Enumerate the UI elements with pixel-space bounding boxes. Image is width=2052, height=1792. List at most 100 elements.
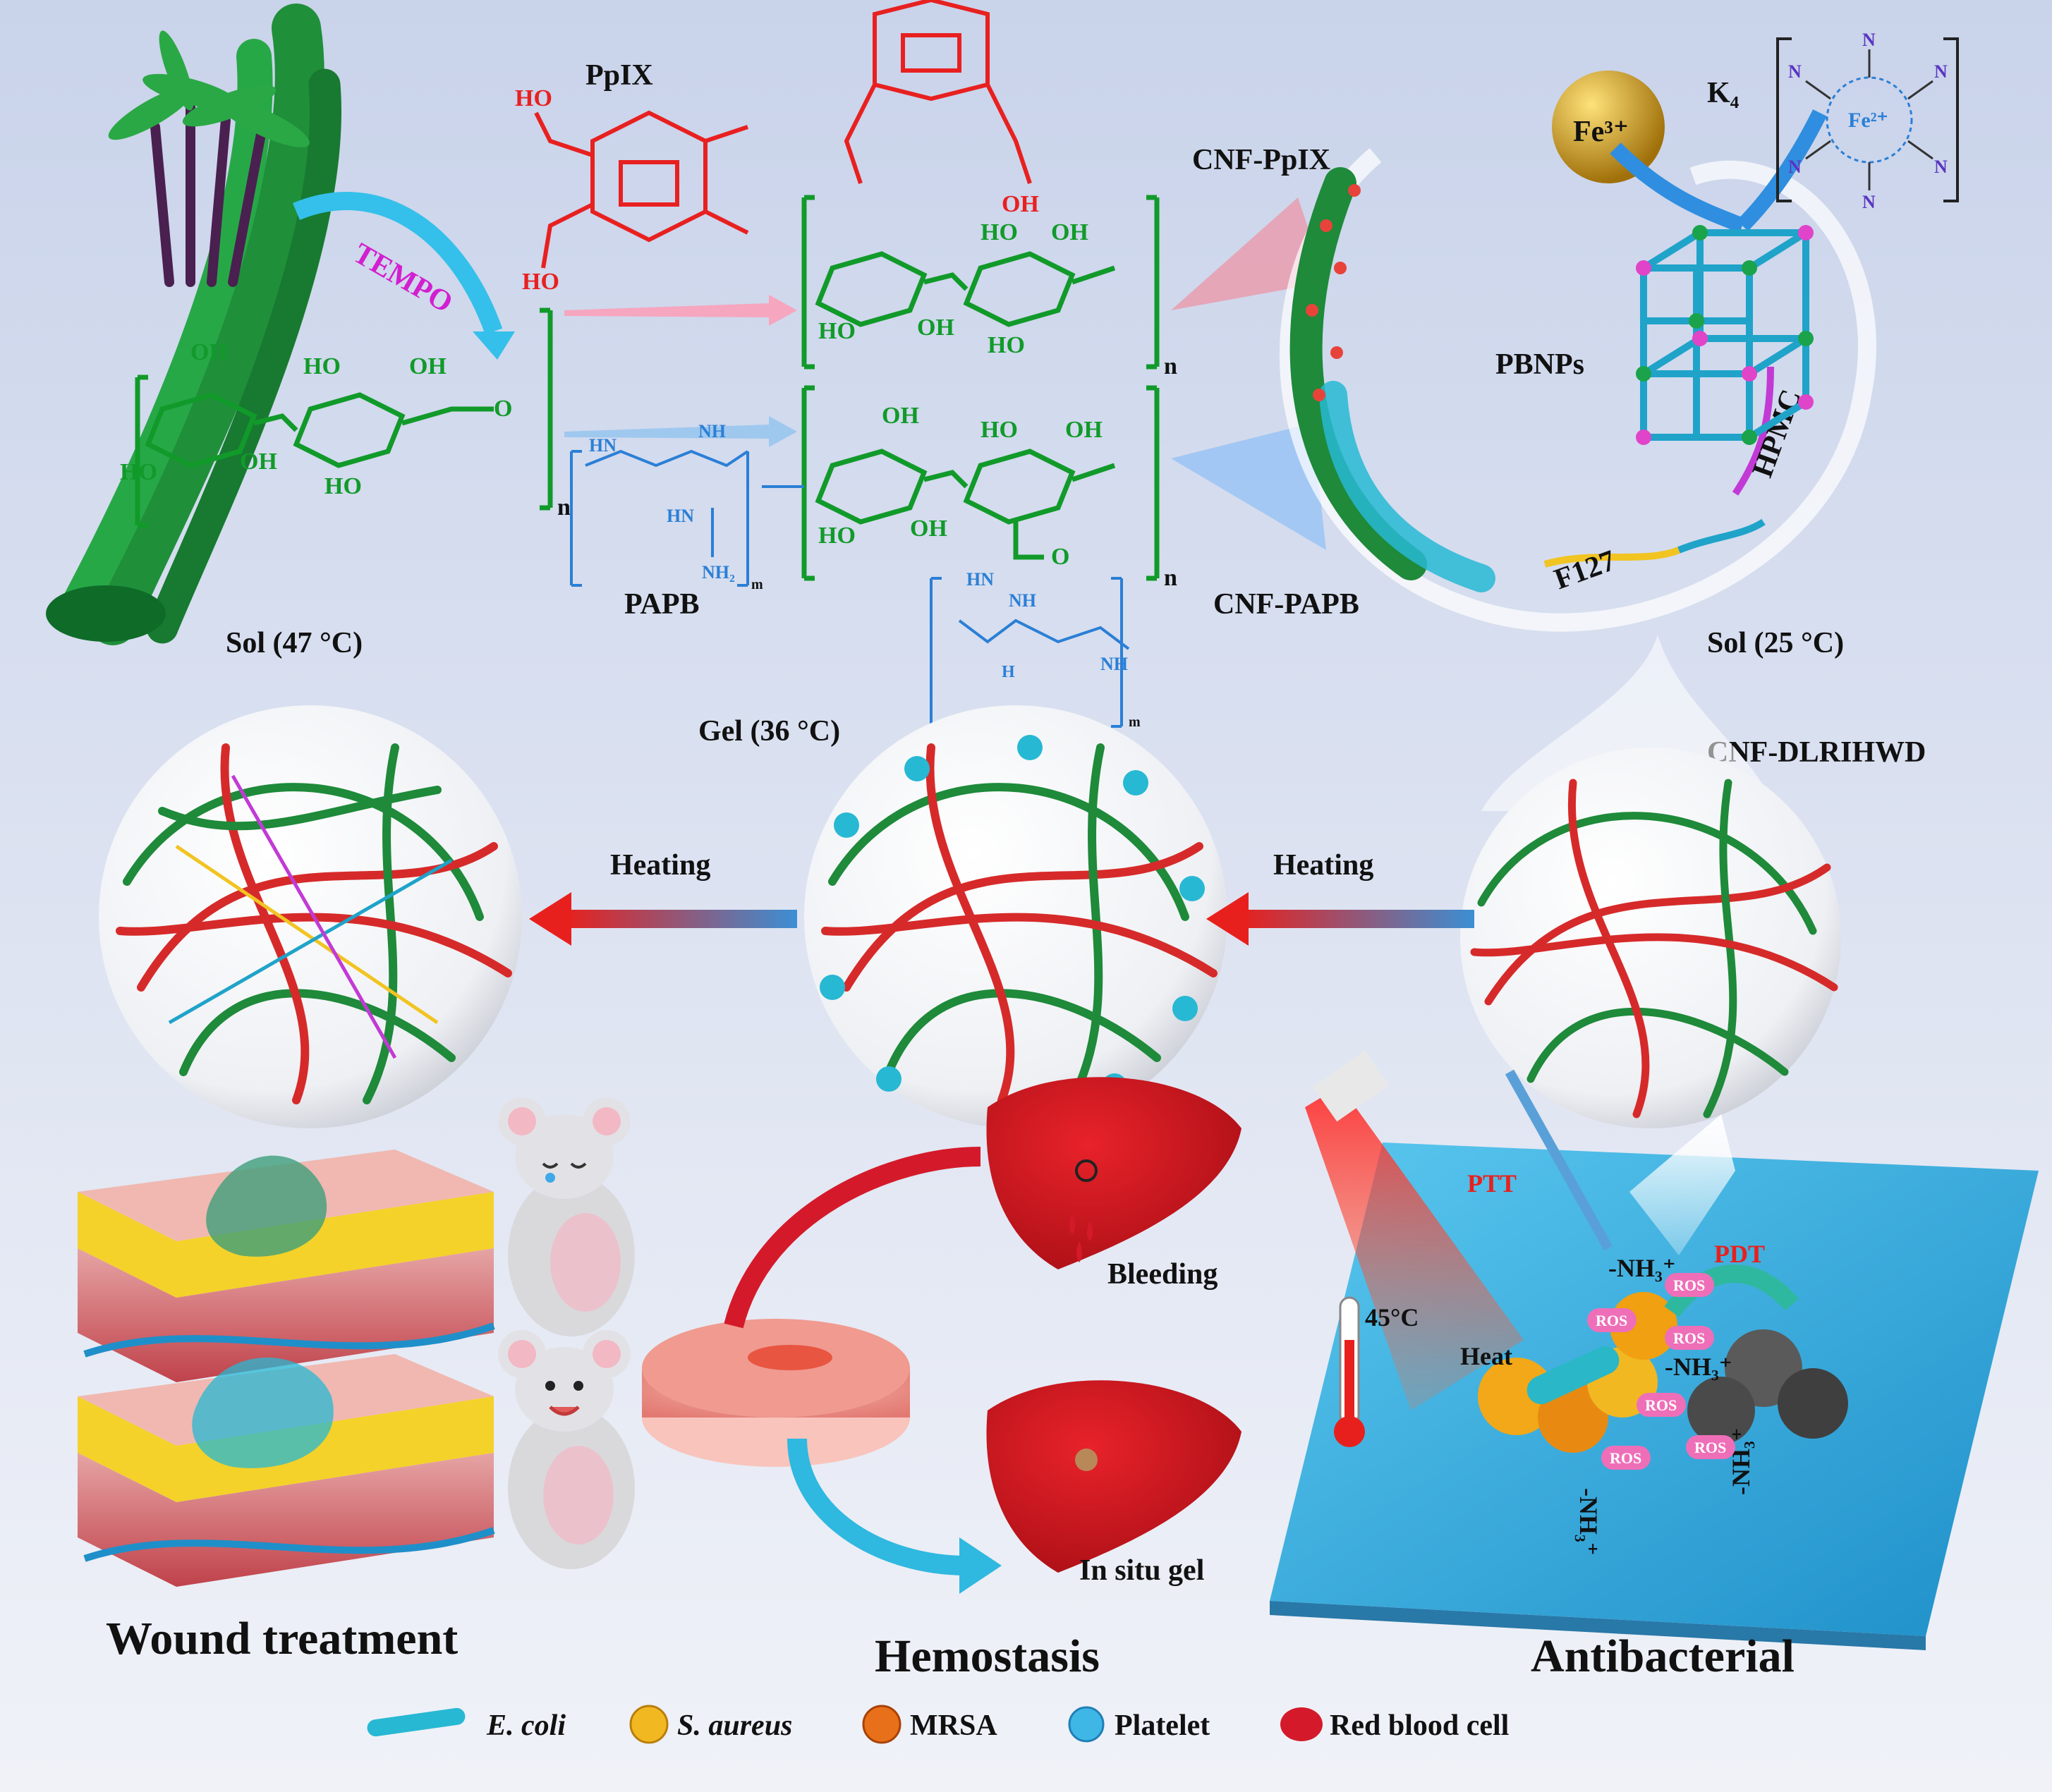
legend-ecoli-label: E. coli: [486, 1709, 566, 1742]
liver-bleeding: [986, 1077, 1241, 1269]
legend-saureus-label: S. aureus: [677, 1709, 792, 1742]
thermometer: [1334, 1296, 1365, 1447]
blue-curve-arrowhead: [959, 1537, 1002, 1594]
legend-ecoli-swatch: [367, 1707, 466, 1737]
nh3-label-top: -NH₃⁺: [1608, 1254, 1676, 1282]
cellulose-structure: OH HO OH HO OH HO O n: [120, 307, 571, 528]
cn-n-lr: N: [1934, 157, 1948, 177]
nh3-label-right: -NH₃⁺: [1665, 1353, 1732, 1381]
blue-curve-arrow: [787, 1438, 967, 1575]
heating-label-left: Heating: [610, 849, 710, 882]
cnf-papb-h: H: [1002, 663, 1015, 681]
cnf-papb-ho-2: HO: [818, 523, 856, 549]
skin-block-healed: [78, 1354, 495, 1587]
papb-hn: HN: [589, 435, 617, 456]
k4-label: K₄: [1707, 77, 1740, 109]
wound-treatment-title: Wound treatment: [106, 1613, 458, 1664]
cnf-papb-nh: NH: [1009, 590, 1036, 611]
cn-n-ll: N: [1788, 157, 1802, 177]
papb-nh: NH: [698, 421, 726, 441]
legend-rbc-swatch: [1280, 1707, 1323, 1741]
cnf-papb-oh-2: OH: [1065, 417, 1103, 443]
ros-badge-5: ROS: [1610, 1449, 1641, 1467]
ppix-beam: [1171, 197, 1326, 310]
ros-badge-1: ROS: [1673, 1276, 1705, 1294]
pdt-label: PDT: [1714, 1240, 1765, 1268]
cnf-papb-nh-2: NH: [1100, 654, 1128, 674]
ppix-structure: PpIX HO HO: [515, 59, 749, 295]
temperature-label: 45°C: [1365, 1303, 1419, 1331]
cnf-ppix-ho: HO: [981, 219, 1018, 245]
cellulose-o: O: [494, 396, 512, 422]
cellulose-ho-3: HO: [324, 473, 362, 499]
legend-platelet-swatch: [1068, 1706, 1105, 1743]
ptt-label: PTT: [1467, 1169, 1517, 1197]
papb-structure: HN NH HN NH₂ m PAPB: [570, 421, 763, 621]
cnf-ppix-oh: OH: [1002, 191, 1039, 217]
tempo-arrowhead: [473, 331, 515, 360]
heating-arrow-right: Heating: [1206, 849, 1474, 946]
hemostasis-title: Hemostasis: [875, 1631, 1100, 1682]
antibacterial-title: Antibacterial: [1531, 1631, 1795, 1682]
pbnps-label: PBNPs: [1495, 348, 1584, 381]
legend-rbc-label: Red blood cell: [1330, 1709, 1509, 1742]
sol25-label: Sol (25 °C): [1707, 627, 1844, 659]
cn-n-bottom: N: [1862, 192, 1876, 212]
cnf-ppix-ho-3: HO: [988, 332, 1025, 358]
happy-mouse: [498, 1330, 635, 1569]
red-curve-arrow: [724, 1147, 981, 1329]
sphere-sol25: [1460, 748, 1841, 1128]
dead-bacteria: [1687, 1329, 1848, 1444]
ros-badges: ROS ROS ROS ROS ROS ROS: [1587, 1273, 1735, 1470]
ros-badge-3: ROS: [1673, 1329, 1705, 1347]
cellulose-oh-2: OH: [409, 353, 447, 379]
blue-reaction-arrow: [564, 416, 797, 447]
cellulose-oh-3: OH: [240, 449, 277, 475]
cellulose-ho-2: HO: [120, 459, 157, 485]
legend-platelet-label: Platelet: [1115, 1709, 1210, 1742]
legend-mrsa-swatch: [862, 1705, 901, 1744]
fe3-ion: Fe³⁺: [1552, 71, 1665, 183]
ros-badge-6: ROS: [1694, 1439, 1726, 1456]
cn-n-top: N: [1862, 30, 1876, 50]
tempo-arrow: [293, 192, 503, 335]
gel-disk: [642, 1319, 910, 1467]
nh3-label-far: -NH₃⁺: [1727, 1427, 1755, 1495]
legend-saureus-swatch: [629, 1705, 669, 1744]
cnf-papb-m: m: [1129, 714, 1141, 730]
gel36-label: Gel (36 °C): [698, 715, 840, 748]
sad-mouse: [498, 1097, 635, 1336]
papb-nh2: NH₂: [702, 562, 735, 583]
nh3-label-bottom: -NH₃⁺: [1574, 1488, 1603, 1556]
papb-label: PAPB: [624, 588, 700, 621]
in-situ-gel-label: In situ gel: [1079, 1554, 1204, 1587]
cnf-papb-oh-3: OH: [910, 516, 947, 542]
liver-in-situ-gel: [986, 1380, 1241, 1573]
bacteria-cluster: [1478, 1292, 1677, 1453]
cnf-ppix-ho-2: HO: [818, 318, 856, 344]
legend-mrsa-label: MRSA: [910, 1709, 997, 1742]
cnf-ppix-n: n: [1164, 353, 1177, 379]
sphere-sol47: [99, 705, 522, 1128]
cnf-ppix-structure: OH HO OH HO OH HO n: [801, 0, 1177, 379]
cnf-papb-o: O: [1051, 544, 1069, 570]
cnf-papb-ho: HO: [981, 417, 1018, 443]
cnf-swirl: [1279, 148, 1876, 632]
ros-badge-4: ROS: [1645, 1396, 1677, 1414]
heating-arrow-left: Heating: [529, 849, 797, 946]
pink-reaction-arrow: [564, 295, 797, 326]
cellulose-oh-1: OH: [190, 339, 228, 365]
cellulose-n: n: [557, 494, 571, 520]
cnf-papb-label: CNF-PAPB: [1213, 588, 1359, 621]
cnf-ppix-oh-3: OH: [917, 315, 954, 341]
cnf-papb-oh: OH: [882, 403, 919, 429]
heating-label-right: Heating: [1273, 849, 1373, 882]
ros-badge-2: ROS: [1596, 1312, 1627, 1329]
cnf-papb-hn: HN: [966, 569, 994, 590]
sphere-gel36: [804, 705, 1227, 1128]
ferrocyanide-complex: Fe²⁺ N N N N N N: [1776, 30, 1959, 212]
cellulose-fiber-bundle: [46, 4, 341, 645]
bleeding-label: Bleeding: [1107, 1258, 1218, 1291]
ppix-label: PpIX: [585, 59, 653, 92]
